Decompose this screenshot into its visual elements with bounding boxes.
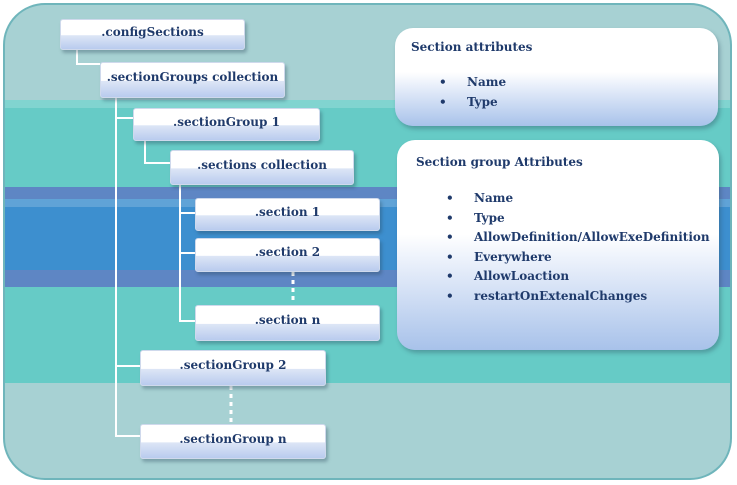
bullet-icon: • <box>446 210 454 225</box>
attribute-list-item: • Type <box>439 93 506 113</box>
attribute-label: Name <box>474 191 514 205</box>
attribute-list-item: • AllowDefinition/AllowExeDefinition <box>446 228 710 248</box>
attribute-label: Everywhere <box>474 249 552 264</box>
node-section-groups-collection: .sectionGroups collection <box>100 62 285 98</box>
bullet-icon: • <box>439 75 447 89</box>
section-attributes-title: Section attributes <box>411 40 533 54</box>
node-section-1: .section 1 <box>195 198 380 231</box>
node-section-group-2: .sectionGroup 2 <box>140 350 326 386</box>
section-group-attributes-card: Section group Attributes • Name • Type • Allo… <box>397 140 719 350</box>
section-attributes-card: Section attributes • Name • Type <box>395 28 718 126</box>
attribute-label: AllowDefinition/AllowExeDefinition <box>474 230 710 244</box>
bullet-icon: • <box>446 230 454 244</box>
node-section-group-1: .sectionGroup 1 <box>133 108 320 141</box>
node-section-group-n: .sectionGroup n <box>140 424 326 459</box>
bullet-icon: • <box>446 249 454 264</box>
node-section-2: .section 2 <box>195 238 380 272</box>
attribute-list-item: • Name <box>446 189 710 209</box>
node-sections-collection: .sections collection <box>170 150 354 185</box>
node-section-n: .section n <box>195 305 380 341</box>
attribute-list-item: • restartOnExtenalChanges <box>446 287 710 307</box>
node-config-sections: .configSections <box>60 19 245 50</box>
bullet-icon: • <box>446 269 454 283</box>
section-group-attributes-list: • Name • Type • AllowDefinition/AllowExeDefin… <box>446 189 710 306</box>
bullet-icon: • <box>439 94 447 109</box>
attribute-label: restartOnExtenalChanges <box>474 288 648 303</box>
section-group-attributes-title: Section group Attributes <box>416 155 583 169</box>
attribute-list-item: • Everywhere <box>446 248 710 268</box>
attribute-list-item: • AllowLoaction <box>446 267 710 287</box>
attribute-list-item: • Type <box>446 209 710 229</box>
attribute-label: Name <box>467 75 507 89</box>
attribute-label: Type <box>474 210 505 225</box>
section-attributes-list: • Name • Type <box>439 73 506 112</box>
attribute-label: AllowLoaction <box>474 269 570 283</box>
attribute-list-item: • Name <box>439 73 506 93</box>
bullet-icon: • <box>446 288 454 303</box>
bullet-icon: • <box>446 191 454 205</box>
band-highlight <box>5 100 730 108</box>
attribute-label: Type <box>467 94 498 109</box>
